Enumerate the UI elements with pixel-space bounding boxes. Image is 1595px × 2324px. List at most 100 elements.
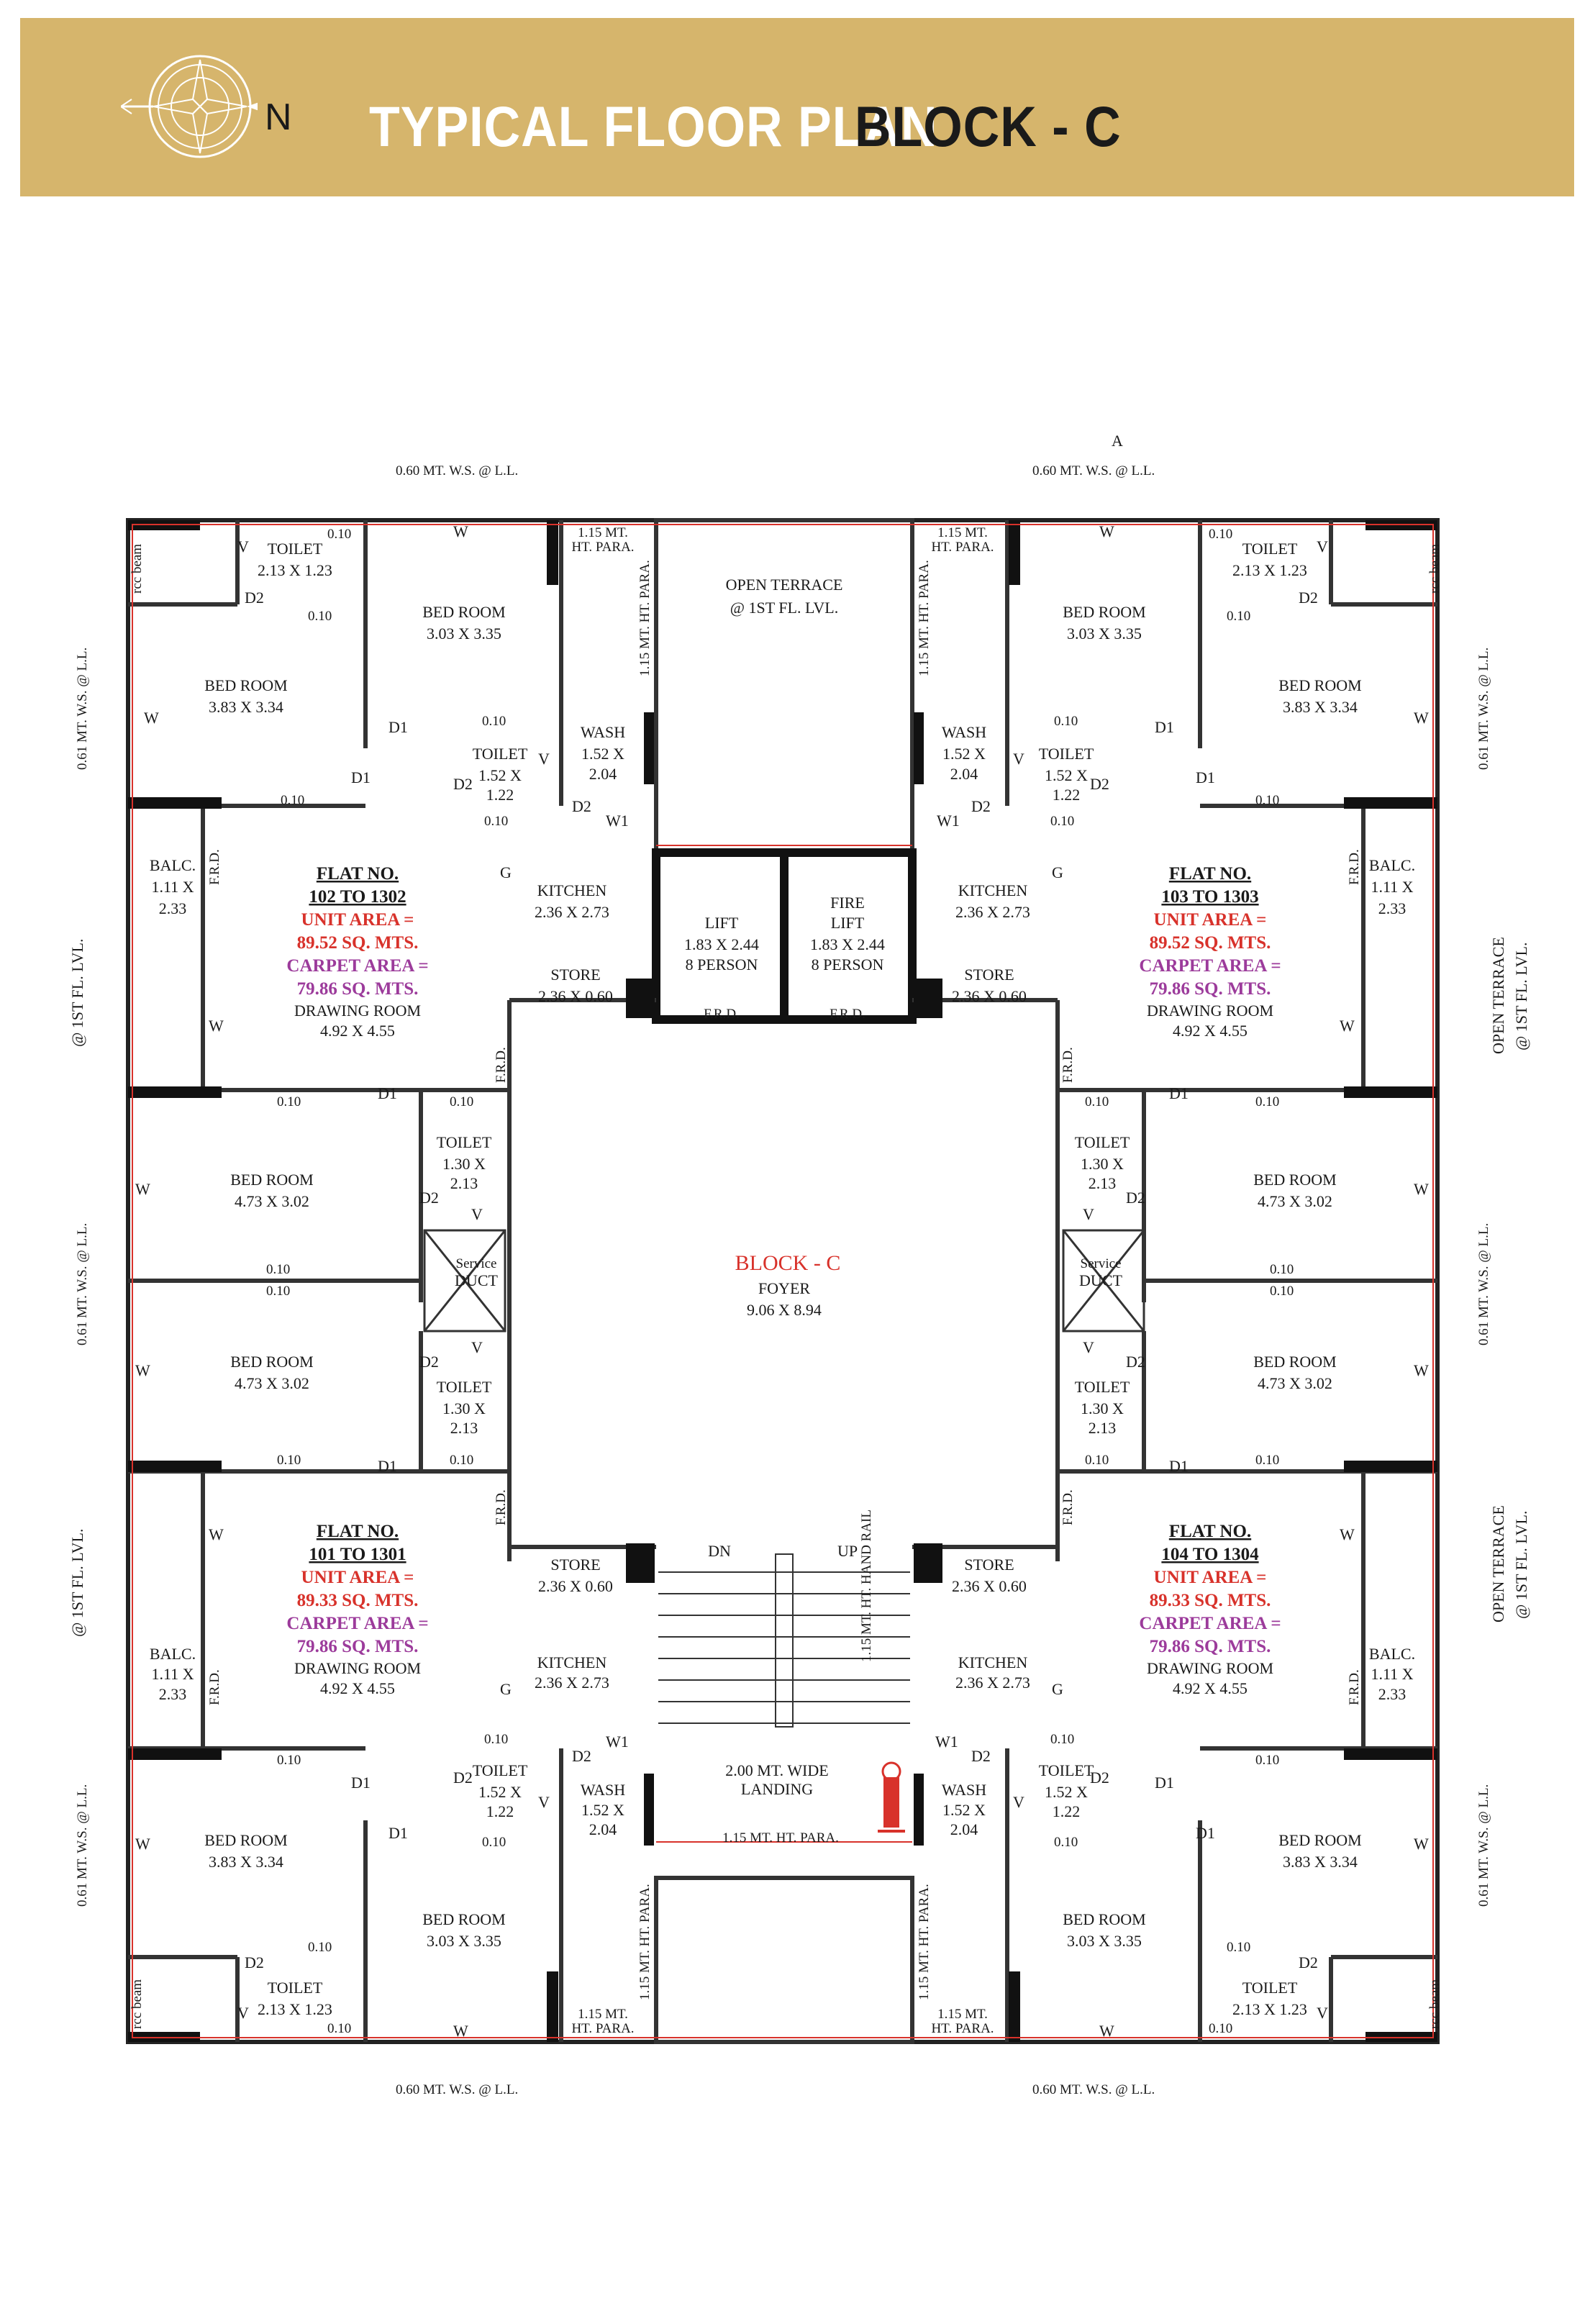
bedroom-dim: 3.83 X 3.34 bbox=[1283, 698, 1358, 716]
title-banner: N TYPICAL FLOOR PLAN BLOCK - C bbox=[20, 18, 1574, 196]
frd-label: F.R.D. bbox=[1060, 1489, 1076, 1525]
vent-tag: V bbox=[1083, 1338, 1094, 1356]
wall-thickness: 0.10 bbox=[1209, 2021, 1232, 2036]
wall-thickness: 0.10 bbox=[1270, 1284, 1294, 1299]
bedroom-label: BED ROOM bbox=[1063, 1910, 1146, 1928]
balcony-dim: 1.11 X bbox=[1371, 878, 1413, 896]
door-tag: D1 bbox=[388, 718, 408, 736]
carpet-area-label: CARPET AREA = bbox=[1139, 956, 1281, 976]
ws-label-bottom-right: 0.60 MT. W.S. @ L.L. bbox=[1032, 2082, 1155, 2097]
wall-thickness: 0.10 bbox=[1054, 1835, 1078, 1850]
flat-title: FLAT NO. bbox=[317, 1522, 399, 1541]
parapet-label: HT. PARA. bbox=[931, 540, 994, 555]
toilet-dim: 1.22 bbox=[486, 786, 514, 804]
wall-thickness: 0.10 bbox=[327, 2021, 351, 2036]
toilet-label: TOILET bbox=[268, 1979, 323, 1997]
rcc-beam-label: rcc beam bbox=[129, 1979, 145, 2029]
wash-dim: 1.52 X bbox=[581, 1801, 624, 1819]
drawing-room-label: DRAWING ROOM bbox=[1147, 1659, 1273, 1677]
terrace-side-label: OPEN TERRACE bbox=[1489, 1505, 1507, 1622]
balcony-dim: 2.33 bbox=[1378, 1685, 1407, 1703]
ws-side-label: 0.61 MT. W.S. @ L.L. bbox=[1476, 648, 1491, 770]
unit-area-label: UNIT AREA = bbox=[1154, 1568, 1267, 1587]
wash-label: WASH bbox=[581, 723, 625, 741]
ws-side-label: 0.61 MT. W.S. @ L.L. bbox=[1476, 1784, 1491, 1907]
wall-thickness: 0.10 bbox=[1270, 1262, 1294, 1277]
kitchen-dim: 2.36 X 2.73 bbox=[535, 1674, 609, 1692]
wash-label: WASH bbox=[942, 1781, 986, 1799]
toilet-dim: 2.13 X 1.23 bbox=[258, 2000, 332, 2018]
kitchen-dim: 2.36 X 2.73 bbox=[955, 1674, 1030, 1692]
bedroom-label: BED ROOM bbox=[422, 603, 506, 621]
service-duct-label: Service bbox=[456, 1256, 497, 1271]
toilet-label: TOILET bbox=[1075, 1133, 1130, 1151]
window-tag: W bbox=[209, 1017, 224, 1035]
balcony-label: BALC. bbox=[150, 856, 196, 874]
parapet-label: HT. PARA. bbox=[571, 2021, 634, 2036]
store-label: STORE bbox=[964, 1556, 1014, 1574]
window-tag: W bbox=[1414, 1361, 1429, 1379]
ws-label-top-left: 0.60 MT. W.S. @ L.L. bbox=[396, 463, 518, 478]
kitchen-label: KITCHEN bbox=[537, 1653, 607, 1671]
open-terrace-label: OPEN TERRACE bbox=[726, 576, 843, 594]
unit-area-label: UNIT AREA = bbox=[301, 910, 414, 930]
bedroom-dim: 4.73 X 3.02 bbox=[235, 1374, 309, 1392]
parapet-label: 1.15 MT. HT. PARA. bbox=[637, 560, 653, 676]
terrace-side-level: @ 1ST FL. LVL. bbox=[1512, 1511, 1530, 1619]
store-dim: 2.36 X 0.60 bbox=[952, 987, 1027, 1005]
gas-tag: G bbox=[1052, 1680, 1063, 1698]
foyer-dim: 9.06 X 8.94 bbox=[747, 1301, 822, 1319]
frd-label: F.R.D. bbox=[1347, 1669, 1362, 1705]
wall-thickness: 0.10 bbox=[1255, 793, 1279, 808]
door-tag: D1 bbox=[378, 1457, 397, 1475]
door-tag: D1 bbox=[1169, 1457, 1189, 1475]
parapet-label: 1.15 MT. bbox=[937, 2007, 988, 2022]
door-tag: D2 bbox=[572, 1747, 591, 1765]
flat-title: FLAT NO. bbox=[1169, 1522, 1251, 1541]
bedroom-label: BED ROOM bbox=[1253, 1353, 1337, 1371]
toilet-dim: 2.13 bbox=[1089, 1419, 1117, 1437]
wall-thickness: 0.10 bbox=[266, 1262, 290, 1277]
window-tag: W bbox=[135, 1361, 150, 1379]
door-tag: D2 bbox=[1126, 1353, 1145, 1371]
door-tag: D1 bbox=[388, 1824, 408, 1842]
fire-extinguisher-icon bbox=[878, 1761, 905, 1833]
window-tag: W bbox=[1414, 709, 1429, 727]
unit-area-value: 89.52 SQ. MTS. bbox=[297, 933, 419, 953]
door-tag: D2 bbox=[419, 1189, 439, 1207]
window-tag: W bbox=[453, 522, 468, 540]
window-tag: W bbox=[1414, 1835, 1429, 1853]
vent-tag: V bbox=[1013, 1793, 1024, 1811]
fire-lift-capacity: 8 PERSON bbox=[812, 956, 884, 973]
vent-tag: V bbox=[1317, 2004, 1328, 2022]
drawing-room-dim: 4.92 X 4.55 bbox=[320, 1679, 395, 1697]
toilet-dim: 2.13 bbox=[450, 1174, 478, 1192]
flat-title: FLAT NO. bbox=[1169, 864, 1251, 884]
window-tag: W bbox=[1340, 1525, 1355, 1543]
toilet-dim: 1.22 bbox=[486, 1802, 514, 1820]
bedroom-label: BED ROOM bbox=[1253, 1171, 1337, 1189]
wash-dim: 2.04 bbox=[950, 765, 978, 783]
rcc-beam-label: rcc beam bbox=[129, 544, 145, 594]
door-tag: D2 bbox=[1090, 775, 1109, 793]
open-terrace-level: @ 1ST FL. LVL. bbox=[730, 599, 838, 617]
gas-tag: G bbox=[1052, 863, 1063, 881]
wall-thickness: 0.10 bbox=[308, 1940, 332, 1955]
wall-thickness: 0.10 bbox=[450, 1453, 473, 1468]
carpet-area-label: CARPET AREA = bbox=[286, 1614, 428, 1633]
wash-dim: 2.04 bbox=[589, 765, 617, 783]
door-tag: D1 bbox=[351, 768, 371, 786]
gas-tag: G bbox=[500, 1680, 512, 1698]
balcony-label: BALC. bbox=[1369, 856, 1415, 874]
bedroom-label: BED ROOM bbox=[422, 1910, 506, 1928]
wash-dim: 1.52 X bbox=[581, 745, 624, 763]
toilet-label: TOILET bbox=[268, 540, 323, 558]
toilet-label: TOILET bbox=[473, 745, 528, 763]
toilet-dim: 2.13 X 1.23 bbox=[1232, 561, 1307, 579]
door-tag: D2 bbox=[453, 1769, 473, 1787]
door-tag: D2 bbox=[572, 797, 591, 815]
wash-dim: 2.04 bbox=[950, 1820, 978, 1838]
parapet-label: 1.15 MT. HT. PARA. bbox=[637, 1884, 653, 2000]
door-tag: D1 bbox=[1169, 1084, 1189, 1102]
drawing-room-dim: 4.92 X 4.55 bbox=[320, 1022, 395, 1040]
